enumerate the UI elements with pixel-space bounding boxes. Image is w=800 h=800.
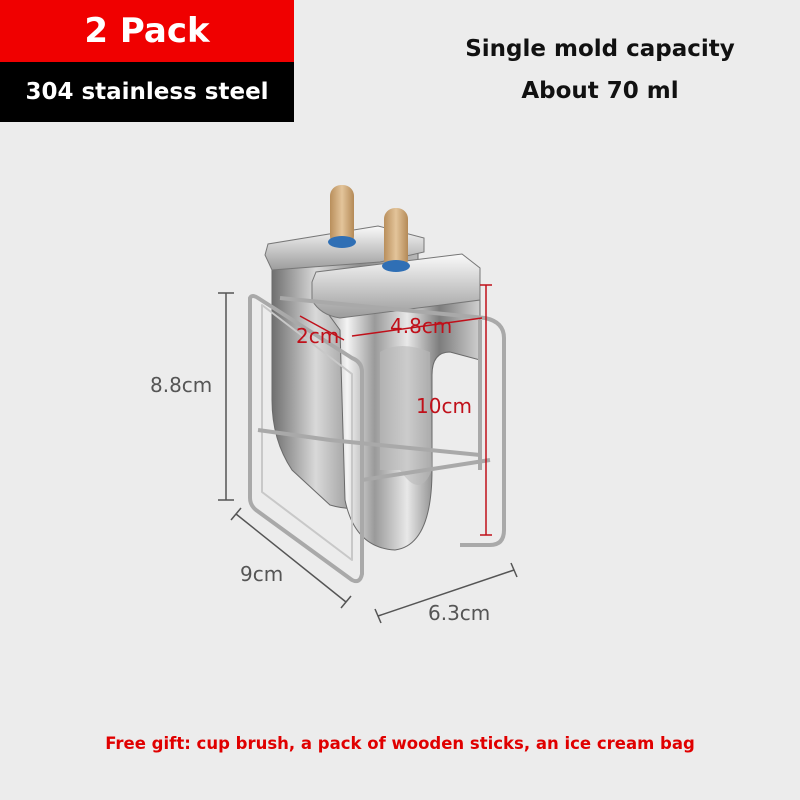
capacity-title: Single mold capacity	[465, 36, 735, 62]
blue-ring	[328, 236, 356, 248]
rack-height-label: 8.8cm	[150, 373, 213, 397]
dimension-lines	[218, 292, 518, 624]
pack-count-banner: 2 Pack	[0, 0, 294, 62]
mold-width-label: 4.8cm	[390, 314, 453, 338]
rack-depth-label: 9cm	[240, 562, 284, 586]
capacity-info: Single mold capacity About 70 ml	[440, 28, 760, 112]
material-banner: 304 stainless steel	[0, 62, 294, 122]
wooden-stick	[384, 208, 408, 270]
blue-ring	[382, 260, 410, 272]
mold-height-label: 10cm	[416, 394, 472, 418]
mold-depth-label: 2cm	[296, 324, 340, 348]
free-gift-text: Free gift: cup brush, a pack of wooden s…	[105, 734, 695, 753]
rack-width-label: 6.3cm	[428, 601, 491, 625]
capacity-value: About 70 ml	[521, 78, 679, 104]
mold-dimension-lines	[299, 284, 492, 536]
wooden-stick	[330, 185, 354, 247]
wire-rack	[248, 294, 506, 584]
